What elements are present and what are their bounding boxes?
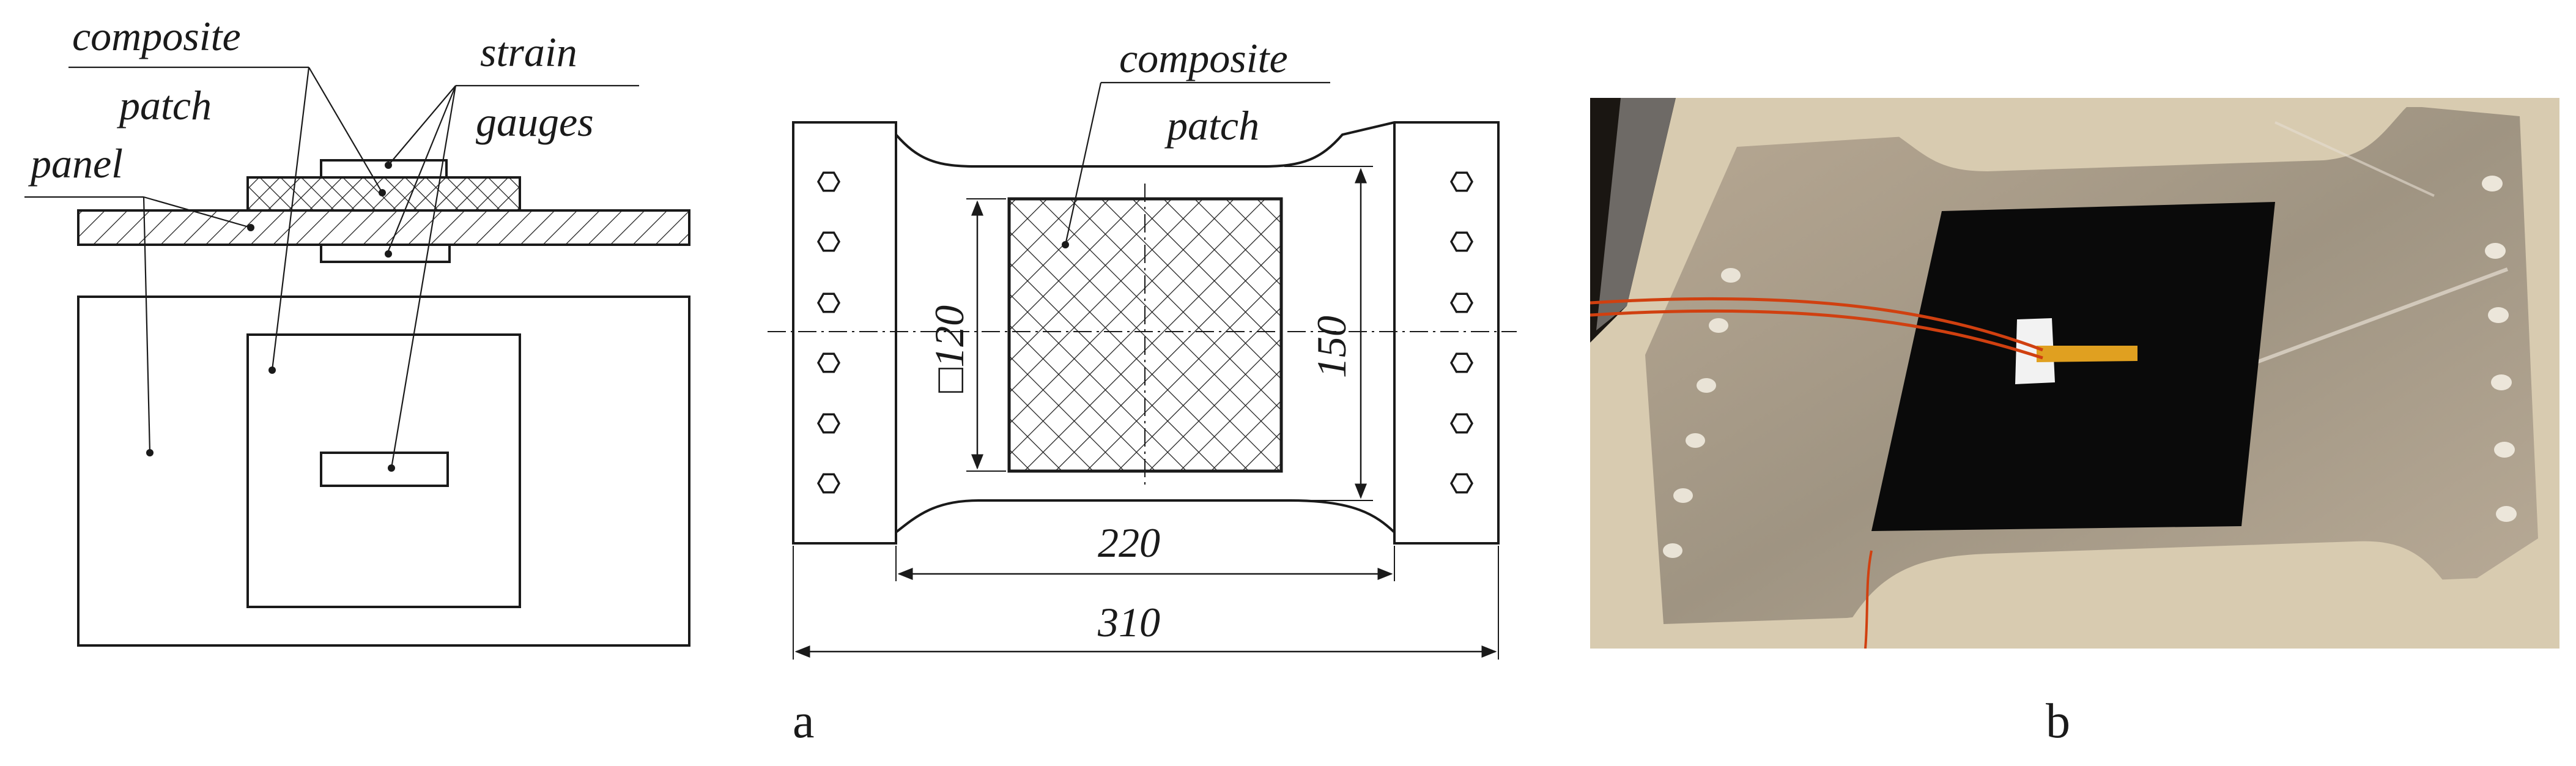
photo-holes-left [1663,268,1741,558]
composite-patch [1007,197,1283,473]
patch-plan [246,333,521,608]
label-panel: panel [28,140,123,187]
photo-bolt-hole [1673,488,1693,503]
photo-bolt-hole [2494,442,2515,458]
panel-plan [77,296,690,647]
photo-bolt-hole [2485,243,2506,259]
section-view [77,159,690,263]
bolt-hole [1449,171,1474,192]
gauge-wire-1 [1590,297,2043,352]
photo-holes-right [2482,176,2517,522]
strain-gauge [2037,346,2137,362]
bolt-hole [1449,352,1474,373]
bolt-hole [816,352,841,373]
bolt-hole [1449,292,1474,313]
panel-section [77,209,690,246]
photo-bolt-hole [2491,374,2512,390]
dim-label-310: 310 [1097,599,1160,645]
dim-label-220: 220 [1098,519,1160,566]
gauge-wire-2 [1590,309,2043,360]
label-composite-left: composite [72,13,241,59]
caption-a: a [793,694,815,748]
black-composite-patch [1871,202,2275,531]
leader-lines [24,66,639,469]
specimen-photo [1590,98,2559,649]
caption-b: b [2046,694,2070,748]
label-strain: strain [480,29,577,75]
plan-view [77,296,690,647]
leader-dots [146,162,395,472]
photo-bolt-hole [2488,307,2509,323]
bolt-hole [816,292,841,313]
label-composite-middle: composite [1119,35,1288,81]
bolt-holes-right [1449,171,1474,494]
left-schematic: composite patch panel strain gauges [24,13,690,647]
photo-bolt-hole [1709,318,1728,333]
gauge-backing [2015,318,2055,384]
photo-bolt-hole [1686,433,1705,448]
bolt-hole [816,231,841,252]
bolt-hole [816,473,841,494]
bolt-hole [1449,413,1474,434]
photo-bolt-hole [1697,378,1716,393]
photo-bolt-hole [2482,176,2503,192]
middle-schematic: □120 150 220 310 composite patch [768,35,1517,660]
photo-bolt-hole [2496,506,2517,522]
specimen-outline [792,121,1500,545]
label-patch-middle: patch [1164,102,1259,149]
label-gauges: gauges [476,99,594,145]
bolt-hole [816,413,841,434]
bolt-hole [1449,231,1474,252]
photo-bolt-hole [1663,543,1682,558]
photo-bolt-hole [1721,268,1741,283]
bolt-holes-left [816,171,841,494]
dim-label-120: □120 [926,305,972,393]
top-gauge-section [320,159,448,179]
bolt-hole [816,171,841,192]
bolt-hole [1449,473,1474,494]
gauge-plan [320,452,449,487]
label-patch-left: patch [117,82,212,128]
dim-label-150: 150 [1308,316,1355,378]
